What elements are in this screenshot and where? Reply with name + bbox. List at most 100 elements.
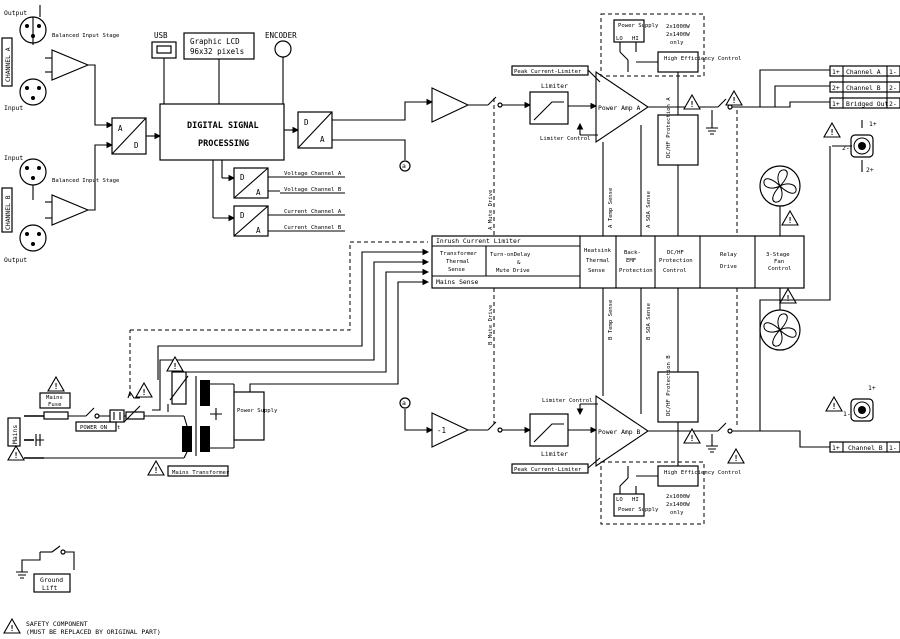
mains-transformer-label-box (167, 465, 229, 477)
psu-a-r2: 2x1400W (666, 32, 690, 38)
heatsink-1: Heatsink (584, 248, 612, 254)
xlr-input-b[interactable] (19, 158, 47, 186)
fuse-label-1: Mains (46, 395, 63, 401)
speakon-bottom[interactable] (850, 398, 874, 422)
dsp-title-1: DIGITAL SIGNAL (187, 121, 259, 131)
lcd-label-2: 96x32 pixels (190, 47, 244, 56)
a-mute-drive: A Mute Drive (488, 189, 494, 230)
da-a: A (320, 135, 325, 144)
warning-relay-a (725, 90, 743, 106)
limiter-a (529, 91, 569, 125)
limiter-control-b-label: Limiter Control (542, 398, 593, 404)
safety-legend-2: (MUST BE REPLACED BY ORIGINAL PART) (26, 628, 161, 636)
mains-tag (7, 417, 21, 447)
mains-power-supply (233, 391, 265, 441)
ground-lift-2: Lift (42, 584, 58, 592)
sp-top-2m: 2- (842, 144, 850, 152)
sense-c-a: A (256, 226, 261, 235)
out-b-label: Channel B (846, 84, 881, 92)
psu-a-r3: only (670, 40, 684, 46)
warning-fuse (47, 376, 65, 392)
psu-b (613, 493, 645, 517)
power-on-box (75, 421, 117, 432)
mains-fuse (43, 411, 69, 420)
warning-transformer (147, 460, 165, 476)
ad-a: A (118, 124, 123, 133)
mute-switch-a[interactable] (487, 96, 497, 106)
b-mute-drive: B Mute Drive (488, 304, 494, 345)
encoder-knob[interactable] (274, 40, 292, 58)
high-eff-a-label: High Efficiency Control (664, 56, 741, 62)
out-bs-pin: 1+ (832, 444, 840, 452)
power-amp-b (595, 394, 649, 468)
dchf-ctrl-3: Control (663, 268, 687, 274)
input-label-a: Input (4, 104, 23, 112)
dchf-ctrl-2: Protection (659, 258, 693, 264)
psu-a-hi: HI (632, 36, 639, 42)
ad-d: D (134, 141, 139, 150)
channel-b-tag (1, 187, 13, 233)
fan-ctrl-1: 3-Stage (766, 252, 790, 258)
balanced-amp-a (51, 49, 90, 81)
current-channel-a: Current Channel A (284, 209, 342, 215)
da-d: D (304, 118, 309, 127)
back-emf-2: EMF (626, 258, 637, 264)
speakon-top[interactable] (850, 134, 874, 158)
inrush-t: t (117, 425, 120, 431)
limiter-a-label: Limiter (541, 82, 568, 90)
out-b-end: 2- (889, 84, 897, 92)
ground-lift-switch[interactable] (51, 545, 61, 553)
psu-a-region (600, 13, 705, 77)
dchf-ctrl-1: DC/HF (667, 250, 684, 256)
input-label-b: Input (4, 154, 23, 162)
lcd-label-1: Graphic LCD (190, 37, 240, 46)
balanced-amp-b (51, 194, 90, 226)
turn-on-1: Turn-onDelay (490, 252, 531, 258)
power-on-label: POWER ON (80, 425, 107, 431)
mains-sense-label: Mains Sense (436, 278, 478, 286)
psu-b-r1: 2x1000W (666, 494, 690, 500)
out-a-end: 1- (889, 68, 897, 76)
control-block (431, 235, 805, 289)
warning-fan-top (781, 210, 799, 226)
relay-switch-a[interactable] (717, 98, 727, 108)
tx-sense-3: Sense (448, 267, 465, 273)
xlr-output-b[interactable] (19, 224, 47, 252)
out-bs-label: Channel B (848, 444, 883, 452)
output-row-bridged (829, 97, 900, 109)
relay-switch-b[interactable] (717, 422, 727, 432)
sp-top-1p: 1+ (869, 120, 877, 128)
power-switch[interactable] (85, 407, 95, 417)
dc-hf-protection-a (657, 114, 699, 166)
mains-transformer-label: Mains Transformer (172, 470, 230, 476)
inrush-label: Inrush Current Limiter (436, 237, 521, 245)
back-emf-3: Protection (619, 268, 653, 274)
xlr-input-a[interactable] (19, 78, 47, 106)
voltage-channel-b: Voltage Channel B (284, 187, 342, 193)
peak-limiter-b (511, 463, 589, 474)
psu-b-lo: LO (616, 497, 623, 503)
output-label-top: Output (4, 9, 27, 17)
ground-lift-1: Ground (40, 576, 63, 584)
psu-b-label: Power Supply (618, 507, 659, 513)
dc-hf-protection-b (657, 371, 699, 423)
limiter-b (529, 413, 569, 447)
out-br-pin: 1+ (832, 100, 840, 108)
sense-v-d: D (240, 173, 245, 182)
dsp-title-2: PROCESSING (198, 139, 249, 149)
warning-output-bottom (825, 396, 843, 412)
balanced-stage-a: Balanced Input Stage (52, 33, 120, 39)
output-row-a (829, 65, 900, 77)
power-amp-a (595, 70, 649, 144)
warning-thermal (166, 356, 184, 372)
psu-b-r3: only (670, 510, 684, 516)
peak-limiter-a-label: Peak Current-Limiter (514, 69, 582, 75)
node-a-bottom (399, 397, 411, 409)
transformer-secondary-2 (200, 426, 210, 452)
relay-1: Relay (720, 252, 737, 258)
fan-bottom (759, 309, 801, 351)
warning-fan-bottom (779, 288, 797, 304)
mute-switch-b[interactable] (487, 421, 497, 431)
warning-output-top (823, 122, 841, 138)
